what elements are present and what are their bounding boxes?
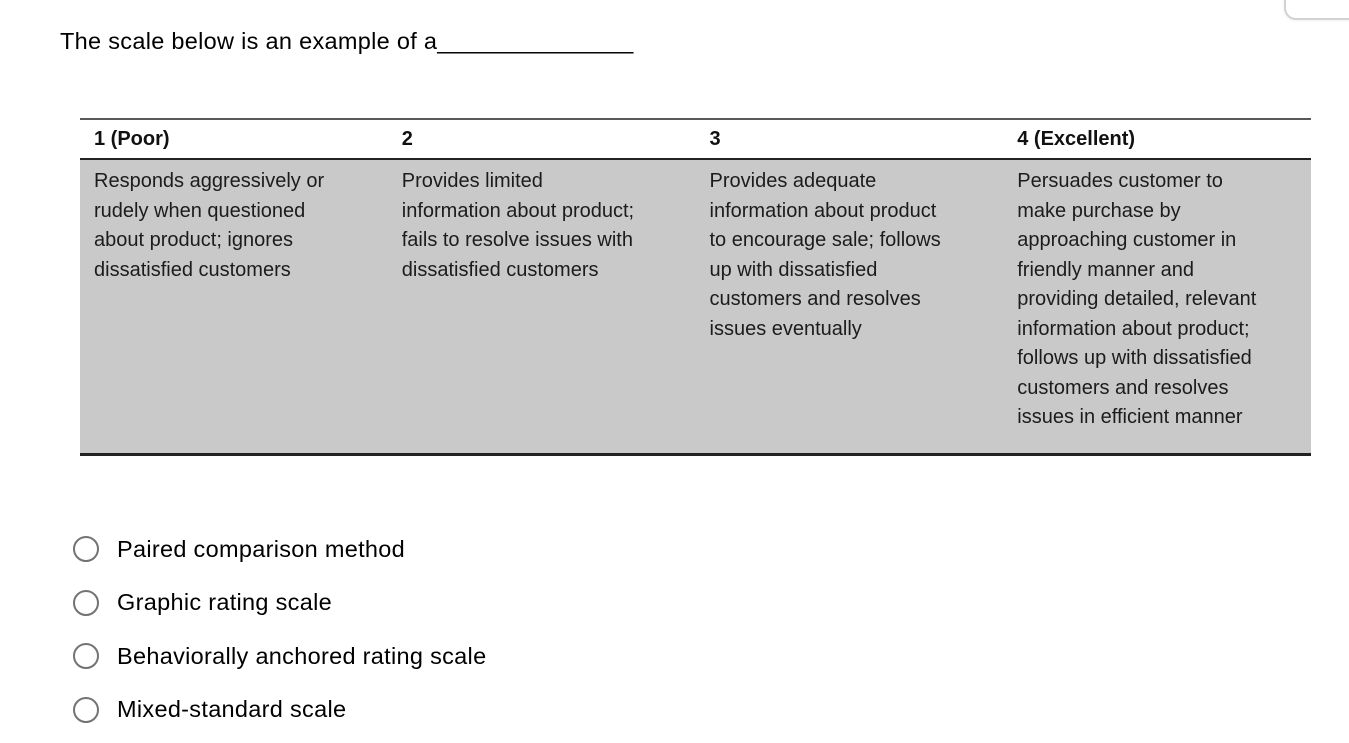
option-label: Mixed-standard scale bbox=[117, 696, 347, 722]
table-body-row: Responds aggressively or rudely when que… bbox=[80, 159, 1311, 456]
clipped-corner-button[interactable] bbox=[1284, 0, 1349, 20]
table-cell-poor: Responds aggressively or rudely when que… bbox=[80, 159, 388, 456]
option-paired-comparison-method[interactable]: Paired comparison method bbox=[73, 536, 486, 562]
radio-button-icon[interactable] bbox=[73, 536, 99, 562]
table-header-row: 1 (Poor) 2 3 4 (Excellent) bbox=[80, 118, 1311, 160]
table-header-3: 3 bbox=[695, 118, 1004, 160]
radio-button-icon[interactable] bbox=[73, 643, 99, 669]
option-behaviorally-anchored-rating-scale[interactable]: Behaviorally anchored rating scale bbox=[73, 643, 486, 669]
option-mixed-standard-scale[interactable]: Mixed-standard scale bbox=[73, 696, 486, 723]
table-header-2: 2 bbox=[387, 118, 696, 160]
rating-scale-table: 1 (Poor) 2 3 4 (Excellent) Responds aggr… bbox=[80, 118, 1311, 456]
table-header-excellent: 4 (Excellent) bbox=[1003, 118, 1311, 160]
radio-button-icon[interactable] bbox=[73, 696, 99, 723]
question-text-main: The scale below is an example of a bbox=[60, 28, 438, 54]
question-text: The scale below is an example of a______… bbox=[60, 28, 633, 55]
table-cell-2: Provides limited information about produ… bbox=[387, 159, 696, 456]
option-label: Graphic rating scale bbox=[117, 589, 332, 615]
option-label: Paired comparison method bbox=[117, 535, 406, 562]
table-cell-3: Provides adequate information about prod… bbox=[695, 159, 1004, 456]
radio-button-icon[interactable] bbox=[73, 589, 99, 616]
table-header-poor: 1 (Poor) bbox=[80, 118, 388, 160]
answer-options: Paired comparison method Graphic rating … bbox=[73, 536, 486, 743]
table-cell-excellent: Persuades customer to make purchase by a… bbox=[1003, 159, 1311, 456]
option-label: Behaviorally anchored rating scale bbox=[117, 642, 487, 669]
option-graphic-rating-scale[interactable]: Graphic rating scale bbox=[73, 589, 486, 616]
question-blank: _______________ bbox=[437, 28, 634, 54]
